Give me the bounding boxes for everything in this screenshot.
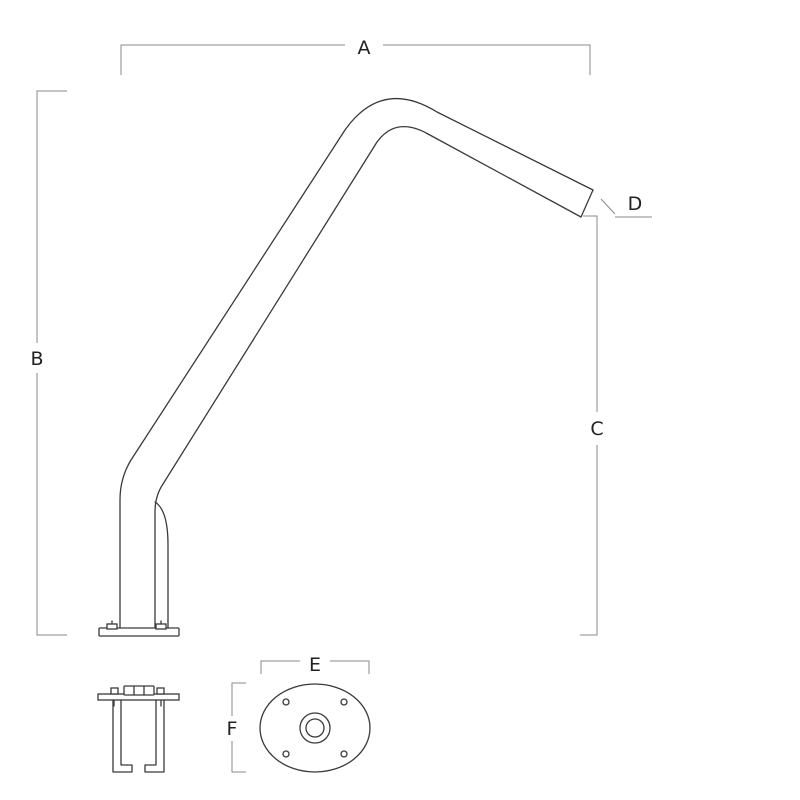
dimension-b: B: [30, 90, 67, 636]
mount-center-nut: [123, 685, 155, 696]
spout-outer-contour: [119, 97, 594, 629]
dimension-f: F: [227, 682, 246, 773]
dimension-label-f: F: [227, 718, 238, 740]
dimension-label-b: B: [30, 348, 43, 370]
base-flange-top-view: [259, 683, 371, 773]
flange-center-hole-outer: [299, 712, 331, 744]
dimension-label-a: A: [358, 37, 371, 59]
flange-bolt-hole: [340, 750, 348, 758]
mount-bolt-right: [156, 687, 165, 695]
dimension-e: E: [260, 654, 370, 676]
base-flange: [98, 627, 180, 637]
spout-outlet-end: [580, 189, 594, 218]
mount-bolt-left: [110, 687, 119, 695]
mount-u-channel-right: [144, 699, 165, 773]
flange-outline: [259, 683, 371, 773]
dimension-label-e: E: [309, 654, 321, 676]
flange-center-hole-inner: [305, 718, 325, 738]
flange-bolt-hole: [282, 750, 290, 758]
dimension-d: D: [600, 193, 652, 218]
dimension-c: C: [580, 215, 604, 636]
flange-bolt-hole: [340, 698, 348, 706]
flange-bolt-hole: [282, 698, 290, 706]
flange-bolt-right: [155, 620, 167, 630]
dimension-label-c: C: [590, 418, 603, 440]
spout-side-view: [98, 97, 594, 637]
spout-inner-contour: [154, 126, 582, 629]
flange-bolt-left: [106, 620, 118, 630]
support-gusset: [154, 501, 169, 629]
dimension-label-d: D: [628, 193, 643, 215]
dimension-a: A: [120, 37, 591, 75]
mount-u-channel: [112, 699, 133, 773]
base-mount-side-detail: [97, 685, 180, 773]
